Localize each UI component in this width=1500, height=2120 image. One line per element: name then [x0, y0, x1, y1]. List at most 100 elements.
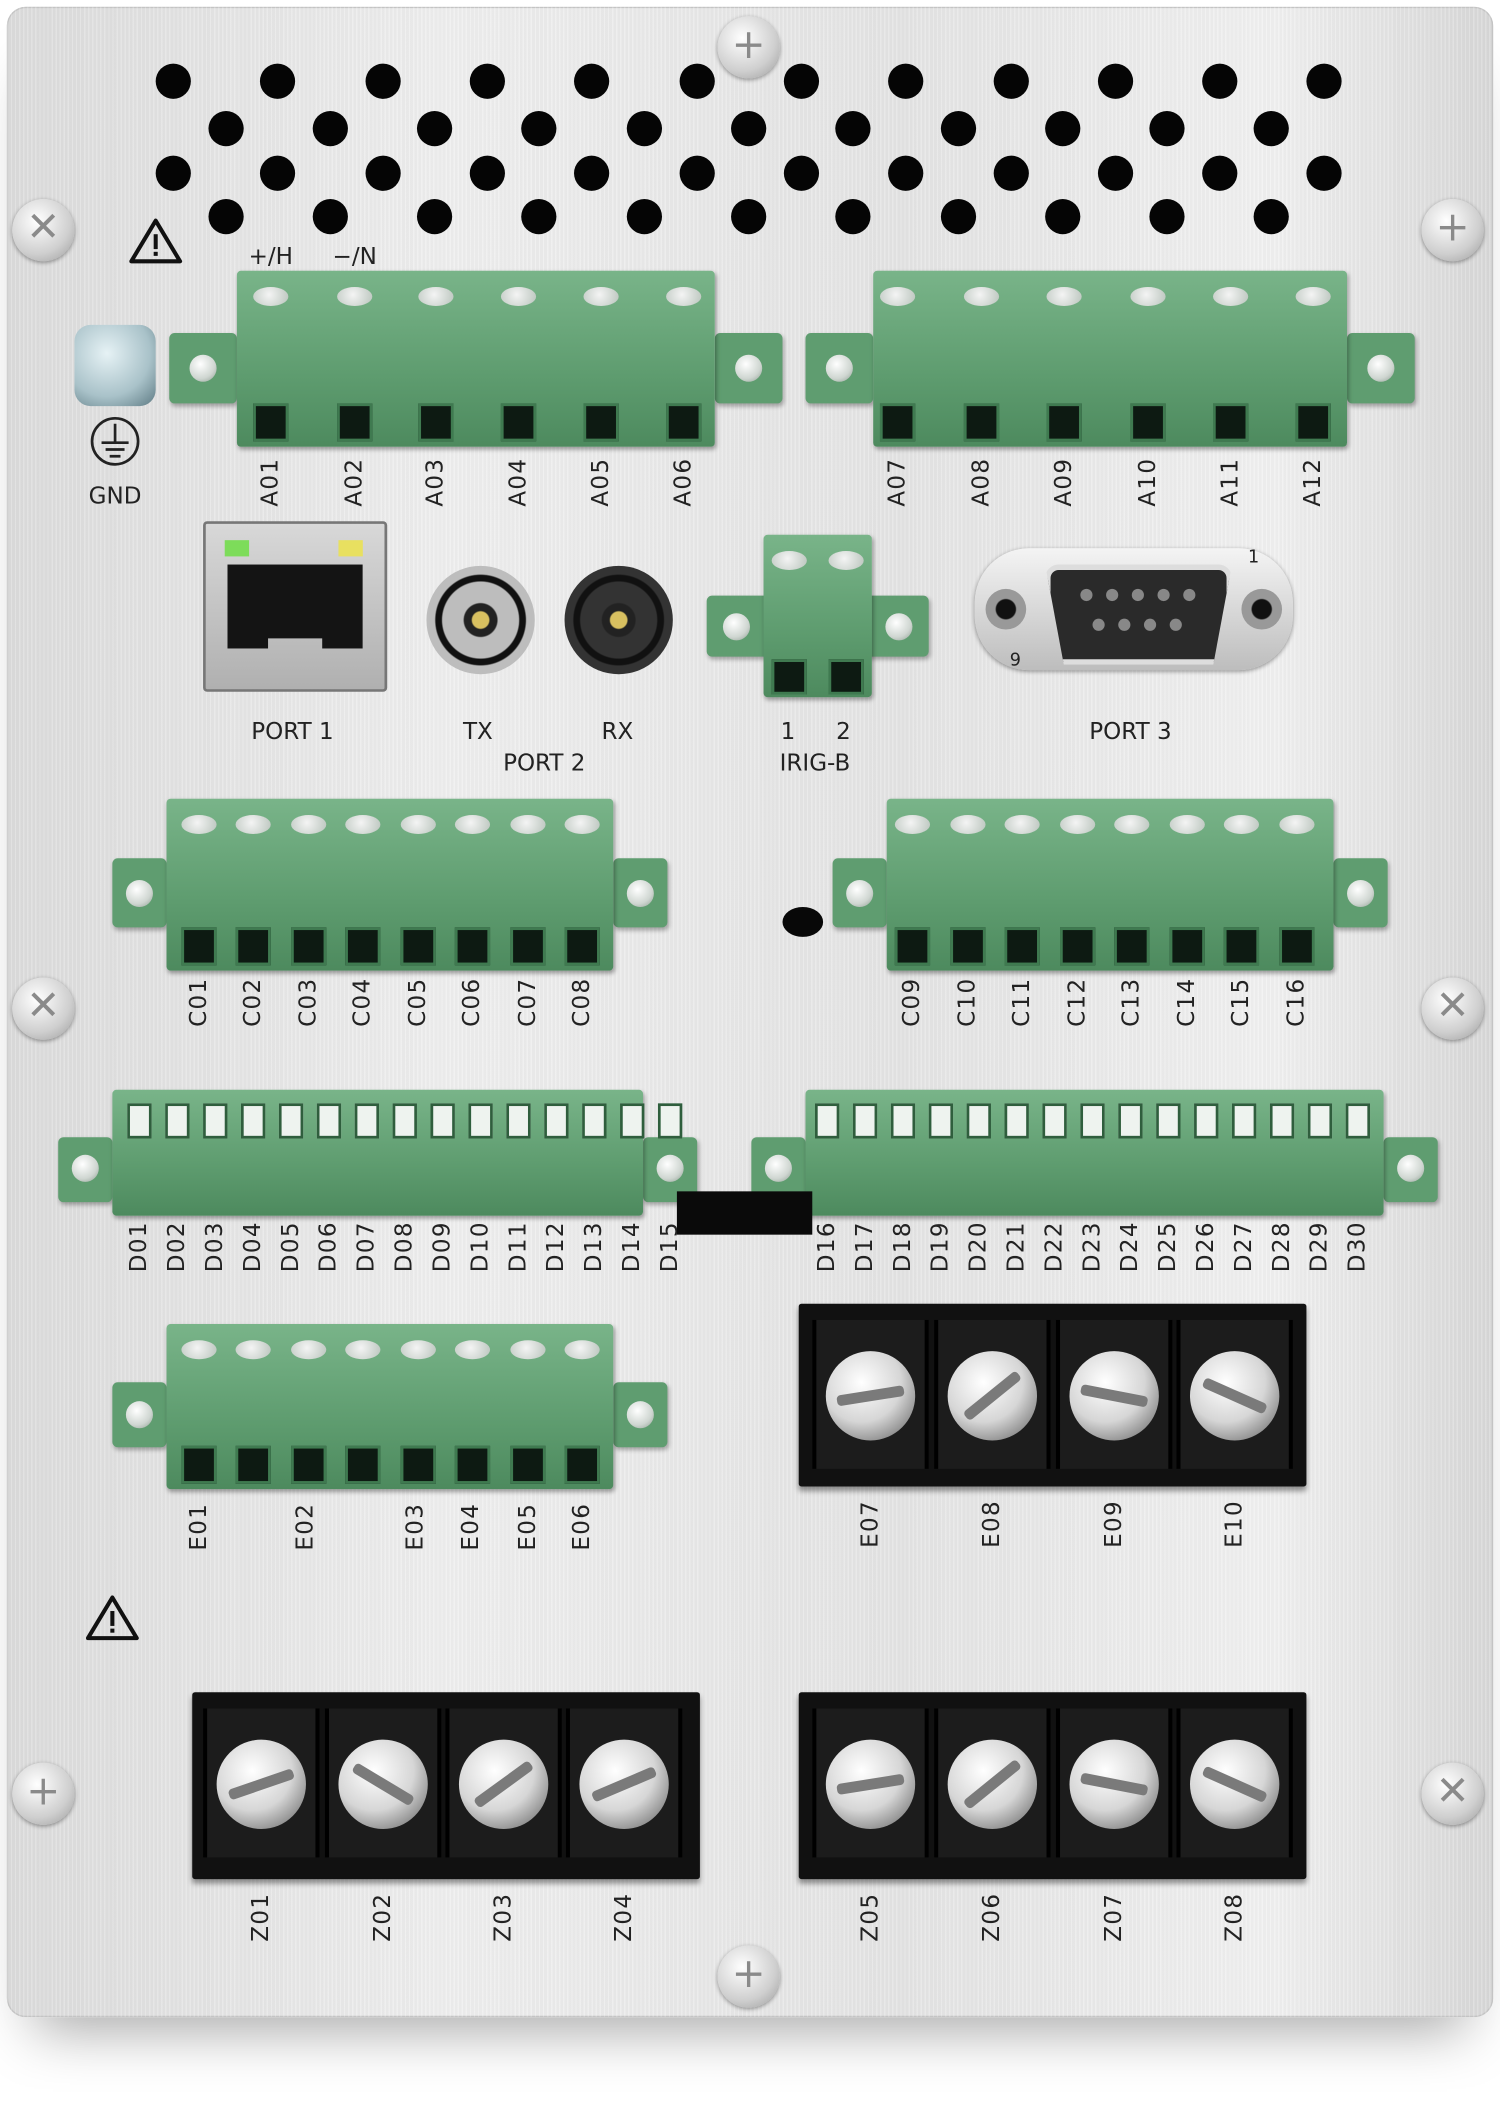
terminal-screw-icon[interactable] [1114, 814, 1150, 834]
terminal-block-d2[interactable] [751, 1089, 1438, 1216]
terminal-screw-icon[interactable] [894, 814, 931, 834]
spring-release[interactable] [1004, 1103, 1029, 1139]
terminal-screw-icon[interactable] [181, 1340, 217, 1360]
spring-release[interactable] [1231, 1103, 1257, 1139]
terminal-screw-icon[interactable] [337, 287, 373, 306]
spring-release[interactable] [890, 1103, 916, 1139]
barrier-screw-icon[interactable] [579, 1739, 669, 1829]
terminal-screw-icon[interactable] [345, 1340, 381, 1360]
spring-release[interactable] [966, 1103, 991, 1139]
rj45-port-1[interactable] [203, 521, 388, 692]
barrier-screw-icon[interactable] [947, 1351, 1038, 1441]
fiber-rx-port[interactable] [564, 565, 673, 675]
irig-b-connector[interactable] [706, 534, 929, 698]
terminal-plug[interactable] [166, 798, 614, 971]
spring-release[interactable] [165, 1103, 190, 1139]
spring-release[interactable] [1269, 1103, 1295, 1139]
barrier-block-e2[interactable] [798, 1303, 1307, 1487]
spring-release[interactable] [582, 1103, 607, 1139]
spring-release[interactable] [1156, 1103, 1181, 1139]
spring-release[interactable] [278, 1103, 304, 1139]
terminal-screw-icon[interactable] [235, 814, 271, 834]
spring-release[interactable] [814, 1103, 840, 1139]
spring-release[interactable] [1080, 1103, 1105, 1139]
terminal-screw-icon[interactable] [510, 814, 546, 834]
spring-release[interactable] [657, 1103, 683, 1139]
spring-release[interactable] [430, 1103, 455, 1139]
terminal-screw-icon[interactable] [963, 287, 1000, 306]
fiber-tx-port[interactable] [426, 565, 535, 675]
terminal-screw-icon[interactable] [454, 1340, 491, 1360]
barrier-screw-icon[interactable] [458, 1739, 549, 1829]
terminal-screw-icon[interactable] [1223, 814, 1260, 834]
spring-release[interactable] [1118, 1103, 1143, 1139]
terminal-screw-icon[interactable] [564, 1340, 600, 1360]
terminal-screw-icon[interactable] [181, 814, 217, 834]
terminal-plug[interactable] [873, 270, 1348, 447]
terminal-plug[interactable] [236, 270, 715, 447]
terminal-block-a1[interactable] [169, 270, 783, 447]
terminal-screw-icon[interactable] [1004, 814, 1040, 834]
barrier-screw-icon[interactable] [1189, 1739, 1280, 1829]
terminal-block-c1[interactable] [112, 798, 668, 971]
spring-release[interactable] [852, 1103, 878, 1139]
terminal-block-e1[interactable] [112, 1324, 668, 1490]
spring-release[interactable] [506, 1103, 531, 1139]
barrier-screw-icon[interactable] [825, 1351, 916, 1441]
terminal-screw-icon[interactable] [1213, 287, 1249, 306]
terminal-block-a2[interactable] [805, 270, 1415, 447]
terminal-screw-icon[interactable] [564, 814, 600, 834]
terminal-screw-icon[interactable] [1169, 814, 1205, 834]
spring-release[interactable] [354, 1103, 380, 1139]
terminal-screw-icon[interactable] [345, 814, 381, 834]
barrier-screw-icon[interactable] [1189, 1351, 1280, 1441]
spring-release[interactable] [1345, 1103, 1371, 1139]
terminal-screw-icon[interactable] [1279, 814, 1315, 834]
terminal-screw-icon[interactable] [400, 1340, 436, 1360]
db9-pin [1131, 588, 1144, 602]
terminal-screw-icon[interactable] [253, 287, 289, 306]
spring-release[interactable] [620, 1103, 645, 1139]
terminal-screw-icon[interactable] [771, 550, 807, 570]
terminal-screw-icon[interactable] [583, 287, 619, 306]
barrier-screw-icon[interactable] [947, 1739, 1038, 1829]
spring-release[interactable] [240, 1103, 266, 1139]
terminal-screw-icon[interactable] [950, 814, 986, 834]
spring-release[interactable] [1194, 1103, 1219, 1139]
terminal-block-c2[interactable] [832, 798, 1388, 971]
terminal-screw-icon[interactable] [291, 814, 327, 834]
terminal-screw-icon[interactable] [879, 287, 916, 306]
spring-release[interactable] [1042, 1103, 1067, 1139]
terminal-screw-icon[interactable] [666, 287, 702, 306]
spring-release[interactable] [392, 1103, 417, 1139]
barrier-screw-icon[interactable] [1069, 1351, 1159, 1441]
terminal-screw-icon[interactable] [235, 1340, 271, 1360]
spring-release[interactable] [316, 1103, 342, 1139]
terminal-screw-icon[interactable] [500, 287, 537, 306]
terminal-screw-icon[interactable] [1130, 287, 1166, 306]
terminal-screw-icon[interactable] [291, 1340, 327, 1360]
terminal-screw-icon[interactable] [1046, 287, 1082, 306]
barrier-screw-icon[interactable] [338, 1739, 428, 1829]
spring-release[interactable] [928, 1103, 954, 1139]
spring-release[interactable] [1307, 1103, 1333, 1139]
terminal-block-d1[interactable] [58, 1089, 698, 1216]
barrier-screw-icon[interactable] [825, 1739, 916, 1829]
spring-release[interactable] [544, 1103, 569, 1139]
terminal-screw-icon[interactable] [400, 814, 436, 834]
spring-release[interactable] [468, 1103, 493, 1139]
terminal-screw-icon[interactable] [418, 287, 454, 306]
barrier-block-z1[interactable] [192, 1692, 700, 1880]
barrier-block-z2[interactable] [798, 1692, 1307, 1880]
barrier-screw-icon[interactable] [216, 1739, 306, 1829]
spring-release[interactable] [127, 1103, 152, 1139]
terminal-screw-icon[interactable] [510, 1340, 546, 1360]
db9-port-3[interactable] [974, 548, 1293, 671]
terminal-screw-icon[interactable] [828, 550, 864, 570]
terminal-screw-icon[interactable] [1295, 287, 1331, 306]
terminal-plug[interactable] [166, 1324, 614, 1490]
spring-release[interactable] [203, 1103, 228, 1139]
terminal-screw-icon[interactable] [454, 814, 491, 834]
barrier-screw-icon[interactable] [1069, 1739, 1159, 1829]
terminal-screw-icon[interactable] [1060, 814, 1096, 834]
